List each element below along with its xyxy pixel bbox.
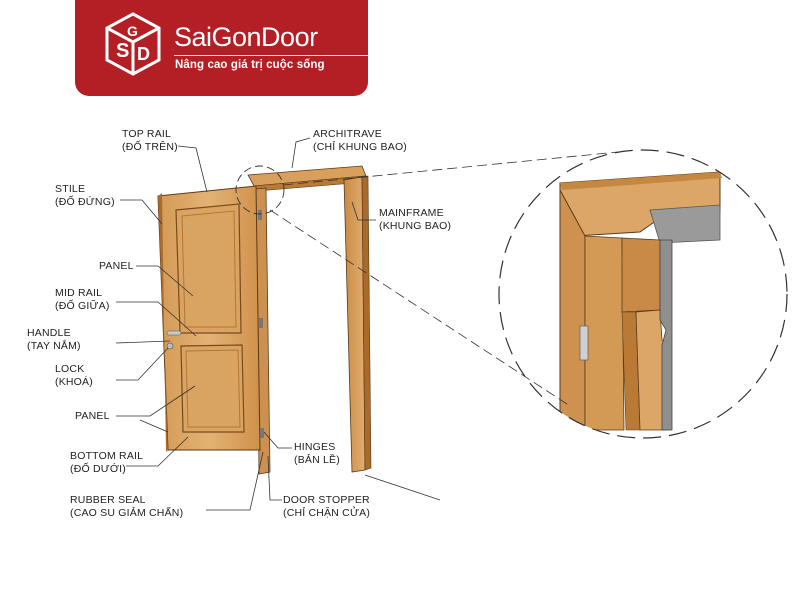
label-top-rail: TOP RAIL (ĐỐ TRÊN) (122, 128, 178, 153)
brand-slogan: Nâng cao giá trị cuộc sống (175, 59, 325, 71)
svg-text:G: G (127, 23, 138, 39)
leader-rubber-seal (206, 451, 264, 511)
architrave-detail-zoom (235, 149, 788, 439)
label-rubber-seal: RUBBER SEAL (CAO SU GIẢM CHẤN) (70, 494, 184, 519)
label-architrave: ARCHITRAVE (CHỈ KHUNG BAO) (313, 128, 408, 153)
label-door-stopper: DOOR STOPPER (CHỈ CHẶN CỬA) (283, 494, 371, 519)
door-leaf (139, 185, 264, 452)
brand-banner: S D G SaiGonDoor Nâng cao giá trị cuộc s… (75, 0, 408, 96)
leader-handle (115, 340, 171, 344)
label-lock: LOCK (KHOÁ) (55, 363, 93, 388)
leader-stile (120, 199, 163, 225)
door-frame (247, 165, 441, 501)
leader-hinges (263, 431, 292, 449)
label-stile: STILE (ĐỐ ĐỨNG) (55, 183, 115, 208)
brand-divider (174, 55, 408, 56)
label-handle: HANDLE (TAY NẮM) (27, 327, 81, 352)
label-hinges: HINGES (BẢN LỀ) (294, 441, 340, 466)
leader-bottom-rail (126, 436, 189, 467)
svg-text:D: D (137, 44, 150, 64)
leader-architrave (291, 137, 311, 169)
leader-mainframe (351, 201, 376, 221)
leader-mid-rail (116, 301, 197, 337)
label-mid-rail: MID RAIL (ĐỐ GIỮA) (55, 287, 110, 312)
brand-name: SaiGonDoor (174, 22, 318, 52)
leader-panel-upper (136, 265, 194, 297)
label-mainframe: MAINFRAME (KHUNG BAO) (379, 207, 452, 232)
leader-door-stopper (267, 455, 282, 501)
label-panel-lower: PANEL (75, 410, 110, 422)
leader-top-rail (177, 145, 208, 193)
label-panel-upper: PANEL (99, 260, 134, 272)
saigondoor-logo-icon: S D G (105, 12, 161, 76)
leader-panel-lower (116, 385, 196, 417)
leader-lock (116, 347, 169, 381)
label-bottom-rail: BOTTOM RAIL (ĐỐ DƯỚI) (70, 450, 144, 475)
leader-lines (115, 137, 376, 511)
svg-text:S: S (116, 40, 129, 62)
